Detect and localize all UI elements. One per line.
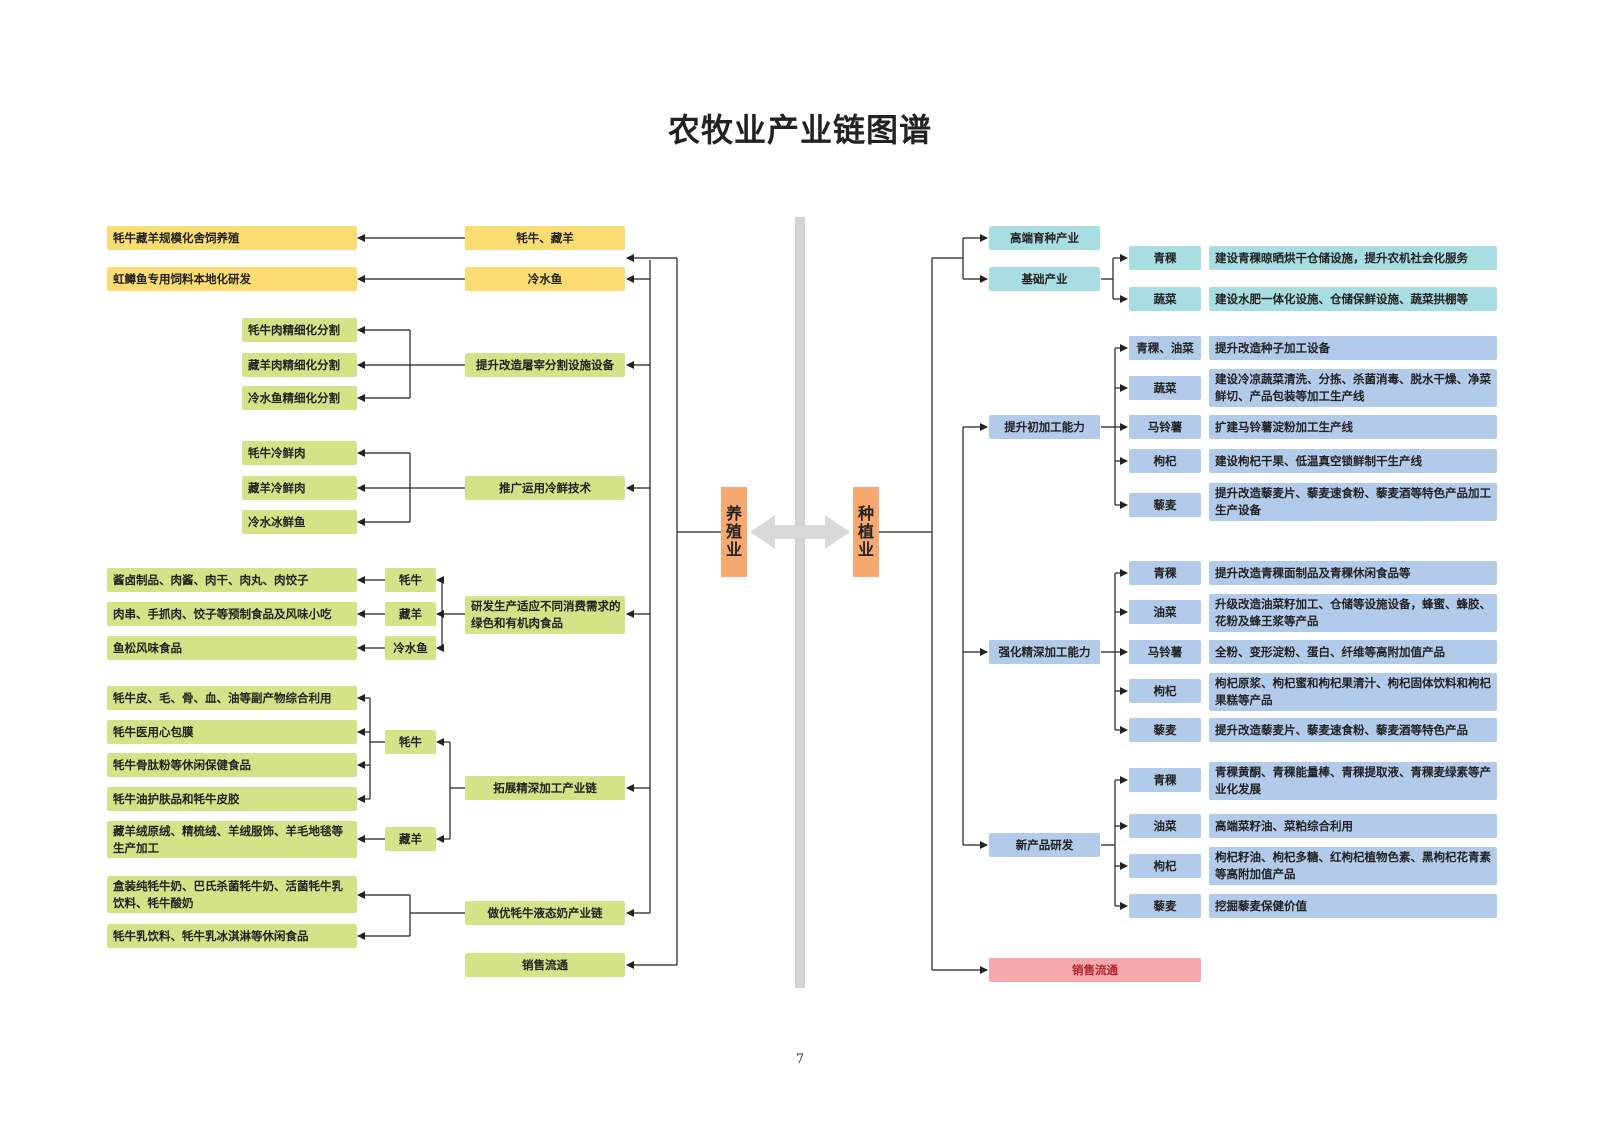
mid-fish: 冷水鱼: [465, 267, 625, 291]
develop-item: 酱卤制品、肉酱、肉干、肉丸、肉饺子: [107, 568, 357, 592]
crop-desc: 提升改造种子加工设备: [1209, 336, 1497, 360]
crop-desc: 挖掘藜麦保健价值: [1209, 894, 1497, 918]
cold-item: 牦牛冷鲜肉: [242, 441, 357, 465]
crop-desc: 提升改造藜麦片、藜麦速食粉、藜麦酒等特色产品: [1209, 718, 1497, 742]
mid-develop: 研发生产适应不同消费需求的绿色和有机肉食品: [465, 596, 625, 634]
crop-desc: 升级改造油菜籽加工、仓储等设施设备，蜂蜜、蜂胶、花粉及蜂王浆等产品: [1209, 594, 1497, 632]
slaughter-item: 牦牛肉精细化分割: [242, 318, 357, 342]
right-breeding: 高端育种产业: [989, 226, 1100, 250]
crop-label: 蔬菜: [1129, 376, 1201, 400]
crop-desc: 扩建马铃薯淀粉加工生产线: [1209, 415, 1497, 439]
cold-item: 冷水冰鲜鱼: [242, 510, 357, 534]
crop-label: 蔬菜: [1129, 287, 1201, 311]
deep-sub-yak: 牦牛: [385, 730, 436, 754]
mid-deep: 拓展精深加工产业链: [465, 776, 625, 800]
slaughter-item: 藏羊肉精细化分割: [242, 353, 357, 377]
deep-yak-item: 牦牛医用心包膜: [107, 720, 357, 744]
crop-label: 青稞: [1129, 768, 1201, 792]
cold-item: 藏羊冷鲜肉: [242, 476, 357, 500]
crop-desc: 高端菜籽油、菜粕综合利用: [1209, 814, 1497, 838]
crop-label: 藜麦: [1129, 894, 1201, 918]
deep-sheep-item: 藏羊绒原绒、精梳绒、羊绒服饰、羊毛地毯等生产加工: [107, 821, 357, 858]
mid-coldchain: 推广运用冷鲜技术: [465, 476, 625, 500]
right-primary: 提升初加工能力: [989, 415, 1100, 439]
crop-desc: 建设青稞晾晒烘干仓储设施，提升农机社会化服务: [1209, 246, 1497, 270]
deep-sub-sheep: 藏羊: [385, 827, 436, 851]
crop-desc: 建设冷凉蔬菜清洗、分拣、杀菌消毒、脱水干燥、净菜鲜切、产品包装等加工生产线: [1209, 369, 1497, 407]
crop-label: 枸杞: [1129, 449, 1201, 473]
milk-item: 盒装纯牦牛奶、巴氏杀菌牦牛奶、活菌牦牛乳饮料、牦牛酸奶: [107, 876, 357, 913]
crop-desc: 全粉、变形淀粉、蛋白、纤维等高附加值产品: [1209, 640, 1497, 664]
double-arrow-icon: [750, 515, 850, 549]
crop-desc: 枸杞原浆、枸杞蜜和枸杞果清汁、枸杞固体饮料和枸杞果糕等产品: [1209, 673, 1497, 711]
develop-item: 肉串、手抓肉、饺子等预制食品及风味小吃: [107, 602, 357, 626]
crop-desc: 建设水肥一体化设施、仓储保鲜设施、蔬菜拱棚等: [1209, 287, 1497, 311]
develop-sub-sheep: 藏羊: [385, 602, 436, 626]
breed-yak-sheep: 牦牛藏羊规模化舍饲养殖: [107, 226, 357, 250]
right-sales: 销售流通: [989, 958, 1201, 982]
crop-label: 藜麦: [1129, 493, 1201, 517]
develop-sub-yak: 牦牛: [385, 568, 436, 592]
crop-desc: 枸杞籽油、枸杞多糖、红枸杞植物色素、黑枸杞花青素等高附加值产品: [1209, 847, 1497, 885]
right-newprod: 新产品研发: [989, 833, 1100, 857]
crop-label: 马铃薯: [1129, 640, 1201, 664]
develop-sub-fish: 冷水鱼: [385, 636, 436, 660]
page-title: 农牧业产业链图谱: [667, 111, 932, 149]
right-base: 基础产业: [989, 267, 1100, 291]
page-number: 7: [795, 1052, 805, 1067]
mid-slaughter: 提升改造屠宰分割设施设备: [465, 353, 625, 377]
crop-label: 青稞: [1129, 246, 1201, 270]
crop-label: 油菜: [1129, 814, 1201, 838]
mid-yak-sheep: 牦牛、藏羊: [465, 226, 625, 250]
crop-label: 藜麦: [1129, 718, 1201, 742]
crop-label: 青稞: [1129, 561, 1201, 585]
crop-label: 马铃薯: [1129, 415, 1201, 439]
right-deep: 强化精深加工能力: [989, 640, 1100, 664]
deep-yak-item: 牦牛油护肤品和牦牛皮胶: [107, 787, 357, 811]
mid-sales: 销售流通: [465, 953, 625, 977]
crop-label: 枸杞: [1129, 679, 1201, 703]
crop-label: 油菜: [1129, 600, 1201, 624]
right-core-planting: 种植业: [853, 487, 879, 577]
mid-milk: 做优牦牛液态奶产业链: [465, 901, 625, 925]
milk-item: 牦牛乳饮料、牦牛乳冰淇淋等休闲食品: [107, 924, 357, 948]
deep-yak-item: 牦牛皮、毛、骨、血、油等副产物综合利用: [107, 686, 357, 710]
left-core-livestock: 养殖业: [721, 487, 747, 577]
crop-label: 青稞、油菜: [1129, 336, 1201, 360]
crop-desc: 青稞黄酮、青稞能量棒、青稞提取液、青稞麦绿素等产业化发展: [1209, 762, 1497, 800]
slaughter-item: 冷水鱼精细化分割: [242, 386, 357, 410]
crop-desc: 提升改造藜麦片、藜麦速食粉、藜麦酒等特色产品加工生产设备: [1209, 483, 1497, 521]
crop-desc: 提升改造青稞面制品及青稞休闲食品等: [1209, 561, 1497, 585]
develop-item: 鱼松风味食品: [107, 636, 357, 660]
crop-desc: 建设枸杞干果、低温真空锁鲜制干生产线: [1209, 449, 1497, 473]
deep-yak-item: 牦牛骨肽粉等休闲保健食品: [107, 753, 357, 777]
breed-fish: 虹鳟鱼专用饲料本地化研发: [107, 267, 357, 291]
crop-label: 枸杞: [1129, 854, 1201, 878]
